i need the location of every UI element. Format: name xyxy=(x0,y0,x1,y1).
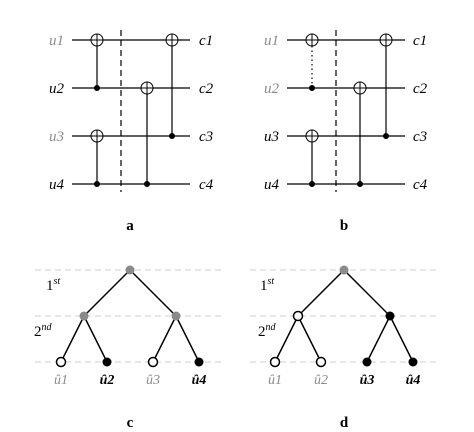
input-label-u2: u2 xyxy=(264,81,280,97)
root-node xyxy=(339,265,349,275)
leaf-label-u2: û2 xyxy=(314,373,328,388)
level2-node xyxy=(385,311,395,321)
leaf-node xyxy=(147,356,159,368)
control-dot xyxy=(309,85,315,91)
leaf-label-u1: û1 xyxy=(54,373,68,388)
leaf-label-u2: û2 xyxy=(100,373,115,388)
level-label-1st: 1st xyxy=(46,276,60,294)
input-label-u1: u1 xyxy=(264,33,279,49)
leaf-label-u3: û3 xyxy=(360,373,375,388)
leaf-node xyxy=(194,357,204,367)
control-dot xyxy=(94,85,100,91)
panel-a-circuit: u1 u2 u3 u4 c1 c2 c3 c4 a xyxy=(49,30,214,234)
target-gate xyxy=(353,81,367,95)
leaf-label-u4: û4 xyxy=(406,373,421,388)
level-label-2nd: 2nd xyxy=(258,322,277,340)
control-dot xyxy=(383,133,389,139)
tree-edge xyxy=(175,315,200,363)
panel-label-d: d xyxy=(340,415,349,431)
control-dot xyxy=(94,181,100,187)
ordinal-suffix: nd xyxy=(42,322,53,333)
leaf-label-u1: û1 xyxy=(268,373,282,388)
target-gate xyxy=(379,33,393,47)
tree-edge xyxy=(297,269,345,317)
tree-edge xyxy=(343,269,391,317)
output-label-c2: c2 xyxy=(413,81,428,97)
leaf-node xyxy=(102,357,112,367)
tree-edge xyxy=(152,315,177,363)
target-gate xyxy=(90,33,104,47)
input-label-u4: u4 xyxy=(49,177,65,193)
level-label-2nd: 2nd xyxy=(34,322,53,340)
leaf-label-u3: û3 xyxy=(146,373,160,388)
panel-c-tree: 1st 2nd û1 û2 û3 û4 c xyxy=(34,265,222,431)
input-label-u1: u1 xyxy=(49,33,64,49)
panel-label-a: a xyxy=(126,218,134,234)
output-label-c1: c1 xyxy=(413,33,427,49)
ordinal-suffix: st xyxy=(54,276,61,287)
output-label-c2: c2 xyxy=(199,81,214,97)
output-label-c3: c3 xyxy=(413,129,427,145)
ordinal-suffix: st xyxy=(268,276,275,287)
panel-label-b: b xyxy=(340,218,348,234)
target-gate xyxy=(90,129,104,143)
root-node xyxy=(125,265,135,275)
control-dot xyxy=(169,133,175,139)
level2-node xyxy=(79,311,89,321)
panel-d-tree: 1st 2nd û1 û2 û3 û4 d xyxy=(250,265,437,431)
level-label-1st: 1st xyxy=(260,276,274,294)
target-gate xyxy=(165,33,179,47)
leaf-node xyxy=(362,357,372,367)
output-label-c1: c1 xyxy=(199,33,213,49)
input-label-u3: u3 xyxy=(49,129,64,145)
tree-edge xyxy=(83,315,108,363)
panel-label-c: c xyxy=(127,415,134,431)
tree-edge xyxy=(366,315,391,363)
control-dot xyxy=(309,181,315,187)
tree-edge xyxy=(129,269,177,317)
leaf-label-u4: û4 xyxy=(192,373,207,388)
input-label-u2: u2 xyxy=(49,81,65,97)
tree-edge xyxy=(389,315,414,363)
panel-b-circuit: u1 u2 u3 u4 c1 c2 c3 c4 b xyxy=(264,30,428,234)
leaf-node xyxy=(315,356,327,368)
leaf-node xyxy=(55,356,67,368)
input-label-u4: u4 xyxy=(264,177,280,193)
level2-node xyxy=(292,310,304,322)
tree-edge xyxy=(297,315,322,363)
target-gate xyxy=(305,33,319,47)
control-dot xyxy=(357,181,363,187)
tree-edge xyxy=(60,315,85,363)
leaf-node xyxy=(408,357,418,367)
input-label-u3: u3 xyxy=(264,129,279,145)
output-label-c3: c3 xyxy=(199,129,213,145)
ordinal-suffix: nd xyxy=(266,322,277,333)
tree-edge xyxy=(83,269,131,317)
level2-node xyxy=(171,311,181,321)
leaf-node xyxy=(269,356,281,368)
target-gate xyxy=(140,81,154,95)
target-gate xyxy=(305,129,319,143)
tree-edge xyxy=(274,315,299,363)
control-dot xyxy=(144,181,150,187)
output-label-c4: c4 xyxy=(413,177,428,193)
output-label-c4: c4 xyxy=(199,177,214,193)
